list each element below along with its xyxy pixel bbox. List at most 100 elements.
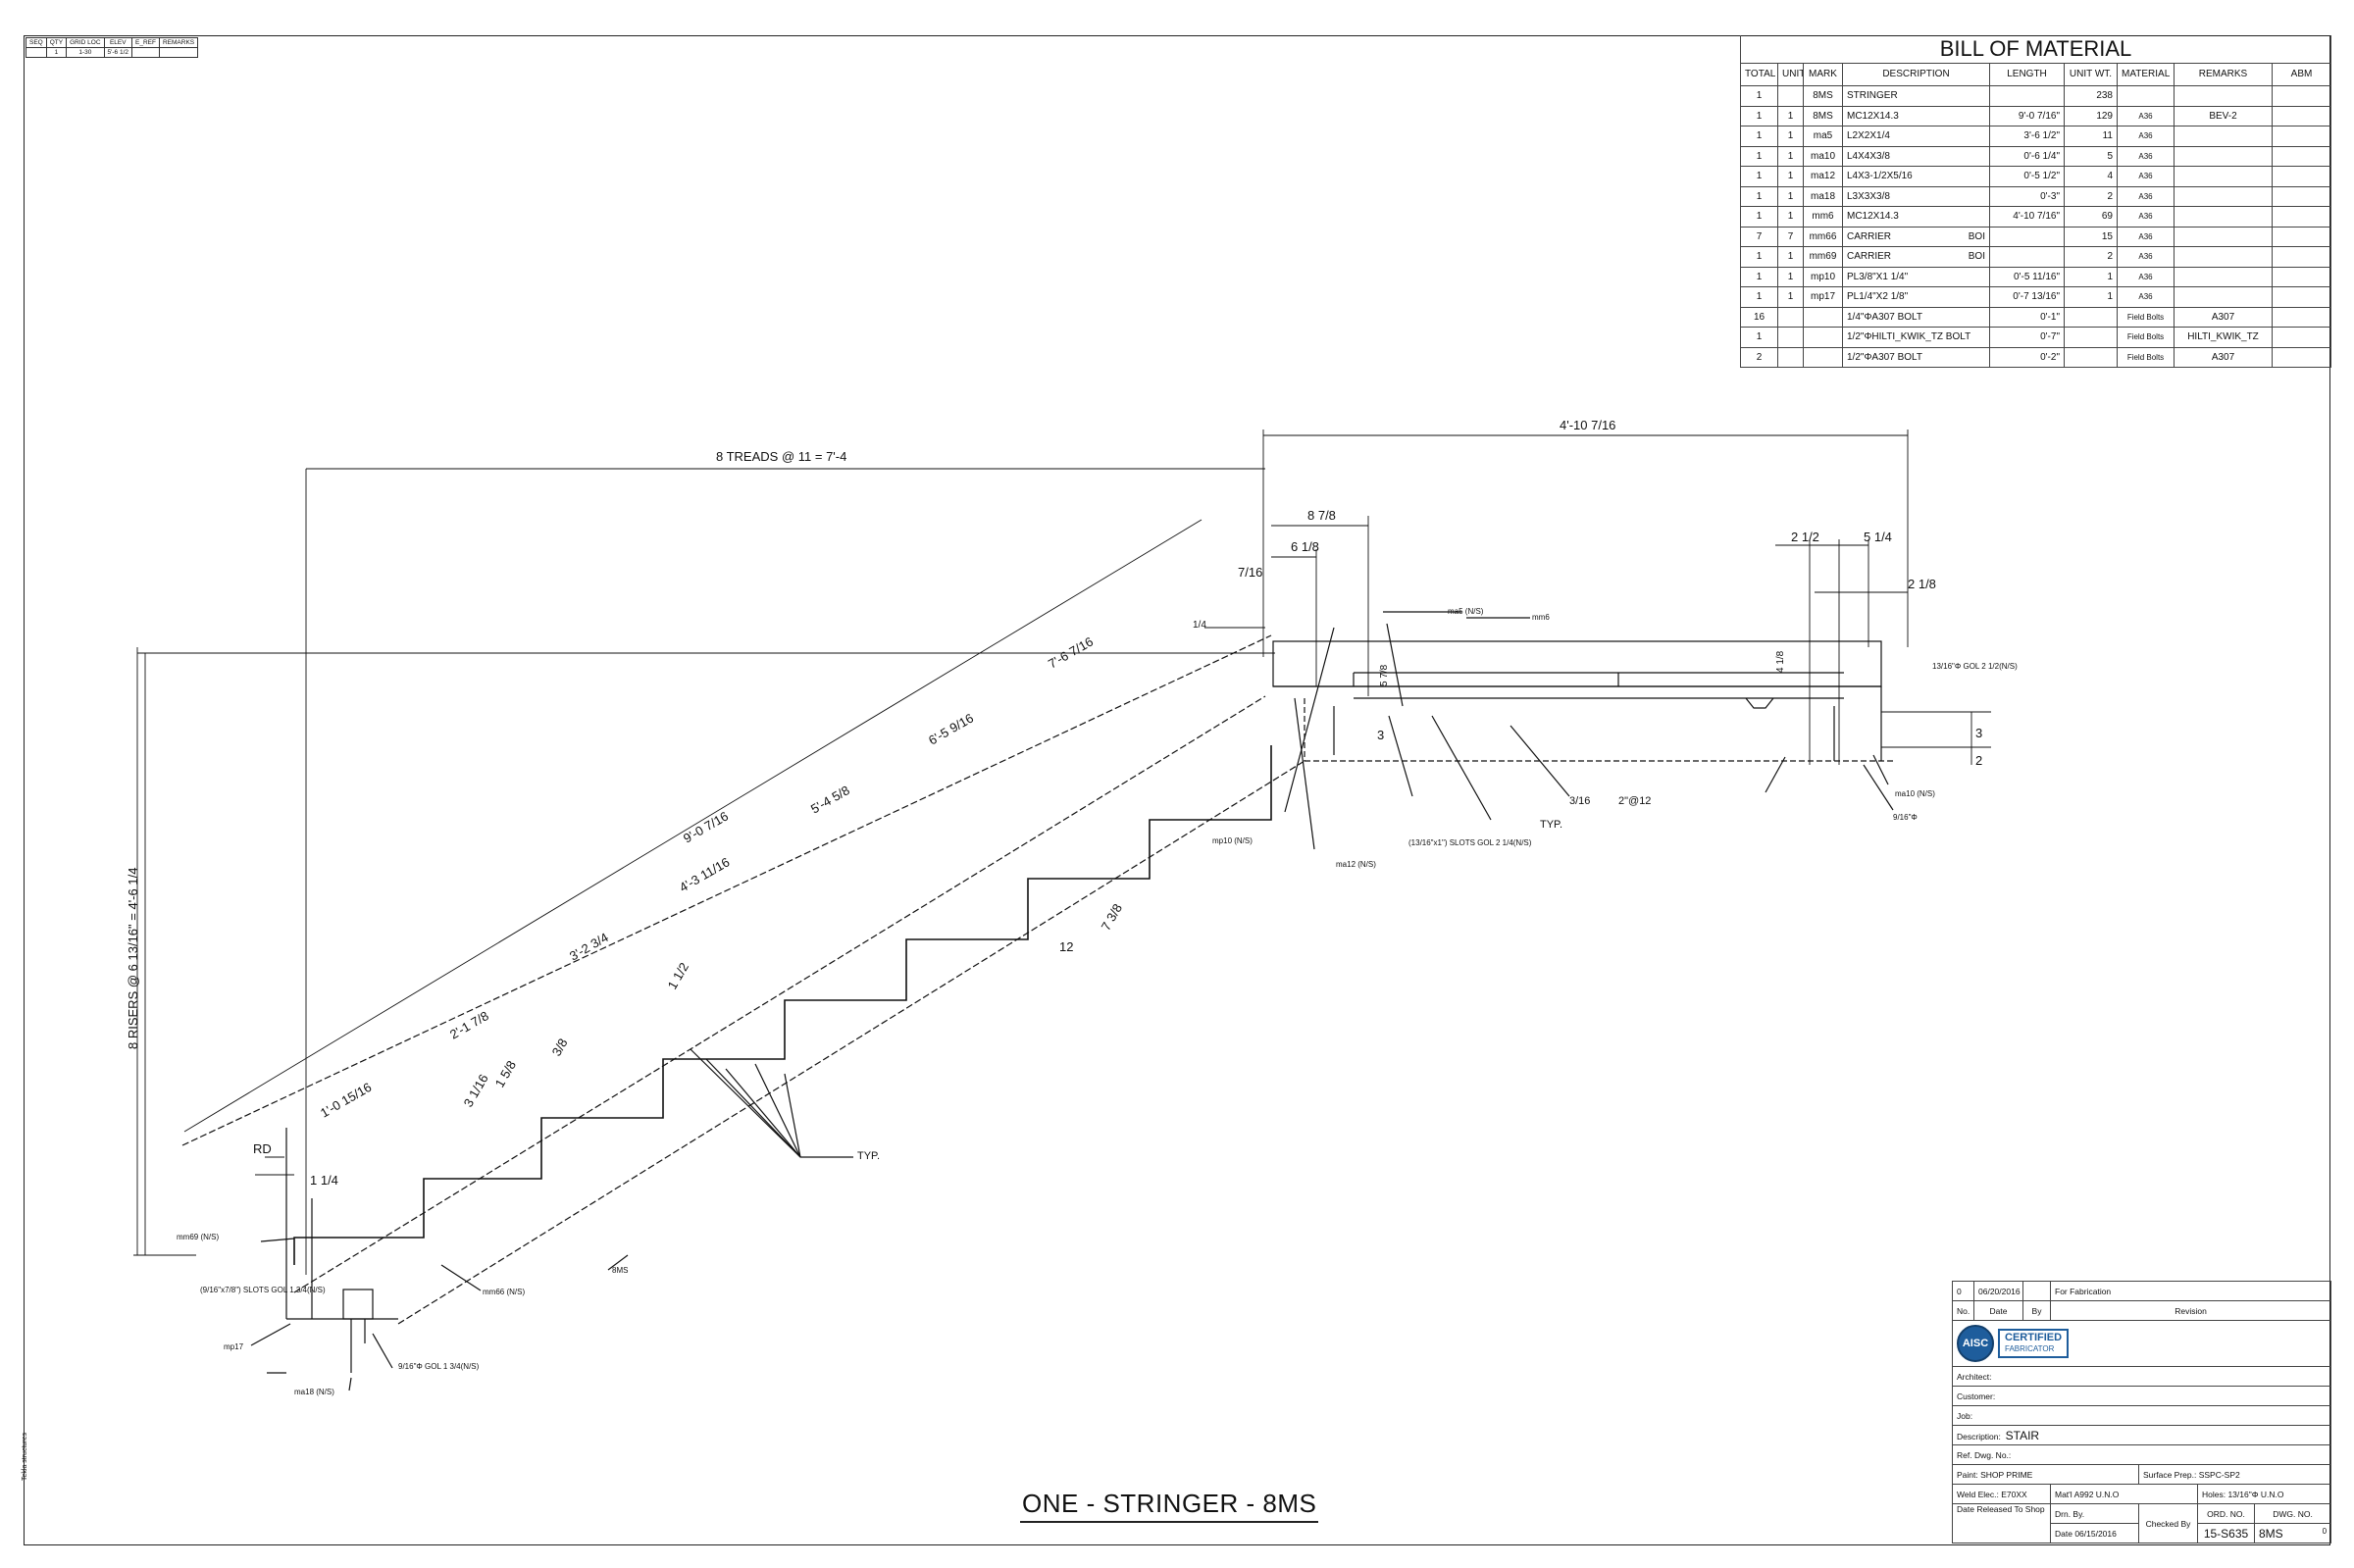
job-field: Job: bbox=[1951, 1405, 2332, 1426]
certified-badge: CERTIFIED FABRICATOR bbox=[1998, 1329, 2070, 1358]
treads-dimension: 8 TREADS @ 11 = 7'-4 bbox=[716, 449, 846, 464]
hdr-revision: Revision bbox=[2049, 1300, 2332, 1321]
aisc-certified-logo: AISC CERTIFIED FABRICATOR bbox=[1957, 1325, 2327, 1362]
stair-dim-3: 3'-2 3/4 bbox=[567, 930, 611, 963]
sequence-table: SEQ QTY GRID LOC ELEV E_REF REMARKS 1 1-… bbox=[26, 37, 199, 58]
bom-desc-extra: BOI bbox=[1968, 251, 1985, 263]
material-field: Mat'l A992 U.N.O bbox=[2050, 1484, 2198, 1504]
label-weld-2-at-12: 2"@12 bbox=[1618, 795, 1651, 807]
risers-dimension: 8 RISERS @ 6 13/16" = 4'-6 1/4 bbox=[126, 868, 140, 1049]
dim-8-7-8: 8 7/8 bbox=[1307, 508, 1336, 523]
dwg-rev: 0 bbox=[2322, 1526, 2328, 1536]
bom-desc-text: PL1/4"X2 1/8" bbox=[1847, 291, 1909, 303]
bom-abm bbox=[2272, 346, 2331, 368]
label-weld-3-16: 3/16 bbox=[1569, 795, 1590, 807]
bom-header: UNIT WT. bbox=[2064, 63, 2118, 86]
aisc-cell: AISC CERTIFIED FABRICATOR bbox=[1951, 1320, 2332, 1367]
bom-header: DESCRIPTION bbox=[1842, 63, 1990, 86]
bom-title: BILL OF MATERIAL bbox=[1740, 35, 2331, 64]
stair-dim-1: 1'-0 15/16 bbox=[318, 1080, 374, 1121]
rev-date: 06/20/2016 bbox=[1973, 1281, 2023, 1301]
bom-header: LENGTH bbox=[1989, 63, 2065, 86]
bom-desc-text: L3X3X3/8 bbox=[1847, 190, 1890, 202]
dwg-no: 8MS bbox=[2259, 1526, 2283, 1541]
bom-desc-text: L4X4X3/8 bbox=[1847, 150, 1890, 162]
ord-no-label: ORD. NO. bbox=[2197, 1503, 2255, 1524]
stair-dim-6: 6'-5 9/16 bbox=[926, 711, 976, 748]
bom-desc-text: MC12X14.3 bbox=[1847, 110, 1899, 122]
dim-5-1-4: 5 1/4 bbox=[1864, 530, 1892, 544]
dim-3-8: 3/8 bbox=[549, 1036, 571, 1058]
description-value: STAIR bbox=[2005, 1428, 2040, 1442]
badge-bottom: FABRICATOR bbox=[2005, 1344, 2055, 1353]
badge-top: CERTIFIED bbox=[2005, 1332, 2063, 1343]
rd-label: RD bbox=[253, 1141, 272, 1156]
checked-by-field: Checked By bbox=[2138, 1503, 2198, 1543]
dim-7-16: 7/16 bbox=[1238, 565, 1262, 580]
label-hole-right: 13/16"Φ GOL 2 1/2(N/S) bbox=[1932, 662, 2018, 671]
bom-desc-text: PL3/8"X1 1/4" bbox=[1847, 271, 1909, 282]
bom-desc-extra: BOI bbox=[1968, 230, 1985, 242]
dim-1-1-2: 1 1/2 bbox=[665, 960, 691, 992]
description-field: Description: STAIR bbox=[1951, 1425, 2332, 1445]
bom-description: 1/2"ΦA307 BOLT bbox=[1842, 346, 1990, 368]
dim-2-1-8: 2 1/8 bbox=[1908, 577, 1936, 591]
dwg-no-label: DWG. NO. bbox=[2253, 1503, 2332, 1524]
mini-cell bbox=[158, 47, 199, 58]
hdr-date: Date bbox=[1973, 1300, 2023, 1321]
label-mm66: mm66 (N/S) bbox=[483, 1288, 525, 1296]
bom-desc-text: STRINGER bbox=[1847, 90, 1898, 102]
dim-1-5-8: 1 5/8 bbox=[492, 1058, 519, 1090]
dim-4-1-8: 4 1/8 bbox=[1775, 650, 1786, 673]
title-block: 0 06/20/2016 For Fabrication No. Date By… bbox=[1951, 1281, 2332, 1543]
label-mm69: mm69 (N/S) bbox=[177, 1233, 219, 1241]
label-ma5: ma5 (N/S) bbox=[1448, 607, 1484, 616]
slope-run-12: 12 bbox=[1059, 939, 1073, 954]
label-mp17: mp17 bbox=[224, 1342, 244, 1351]
landing-length-dimension: 4'-10 7/16 bbox=[1560, 418, 1615, 432]
mini-cell: 1 bbox=[45, 47, 68, 58]
label-slots-bottom: (9/16"x7/8") SLOTS GOL 1 3/4(N/S) bbox=[200, 1286, 326, 1294]
label-8ms: 8MS bbox=[612, 1266, 628, 1275]
label-slots-top: (13/16"x1") SLOTS GOL 2 1/4(N/S) bbox=[1408, 838, 1532, 847]
weld-elec-field: Weld Elec.: E70XX bbox=[1952, 1484, 2051, 1504]
hdr-by: By bbox=[2022, 1300, 2051, 1321]
mini-cell: 5'-6 1/2 bbox=[103, 47, 133, 58]
label-mp10: mp10 (N/S) bbox=[1212, 836, 1253, 845]
paint-field: Paint: SHOP PRIME bbox=[1952, 1464, 2139, 1485]
rev-by bbox=[2022, 1281, 2051, 1301]
dim-2-right: 2 bbox=[1975, 753, 1982, 768]
bom-desc-text: L4X3-1/2X5/16 bbox=[1847, 171, 1913, 182]
dim-3: 3 bbox=[1377, 728, 1384, 742]
bom-header: ABM bbox=[2272, 63, 2331, 86]
bill-of-material: BILL OF MATERIAL TOTAL QTY UNIT QTY MARK… bbox=[1740, 35, 2331, 368]
slope-rise: 7 3/8 bbox=[1099, 901, 1125, 934]
dim-1-1-4: 1 1/4 bbox=[310, 1173, 338, 1188]
dim-3-1-16: 3 1/16 bbox=[461, 1072, 491, 1110]
drawn-date: Date 06/15/2016 bbox=[2050, 1523, 2139, 1543]
label-hole-bottom: 9/16"Φ GOL 1 3/4(N/S) bbox=[398, 1362, 480, 1371]
dwg-no-cell: 8MS 0 bbox=[2253, 1523, 2332, 1543]
bom-header: REMARKS bbox=[2174, 63, 2273, 86]
label-typ-stairs: TYP. bbox=[857, 1150, 880, 1162]
rev-desc: For Fabrication bbox=[2049, 1281, 2332, 1301]
bom-desc-text: 1/2"ΦA307 BOLT bbox=[1847, 351, 1922, 363]
dim-3-right: 3 bbox=[1975, 726, 1982, 740]
bom-desc-text: CARRIER bbox=[1847, 230, 1892, 242]
bom-desc-text: MC12X14.3 bbox=[1847, 211, 1899, 223]
released-field: Date Released To Shop bbox=[1952, 1503, 2051, 1543]
drawing-title: ONE - STRINGER - 8MS bbox=[1020, 1489, 1319, 1523]
hdr-no: No. bbox=[1952, 1300, 1974, 1321]
ord-no: 15-S635 bbox=[2197, 1523, 2255, 1543]
aisc-logo-icon: AISC bbox=[1957, 1325, 1994, 1362]
description-label: Description: bbox=[1957, 1431, 2001, 1442]
label-typ-landing: TYP. bbox=[1540, 819, 1562, 831]
customer-field: Customer: bbox=[1951, 1386, 2332, 1406]
bom-desc-text: CARRIER bbox=[1847, 251, 1892, 263]
